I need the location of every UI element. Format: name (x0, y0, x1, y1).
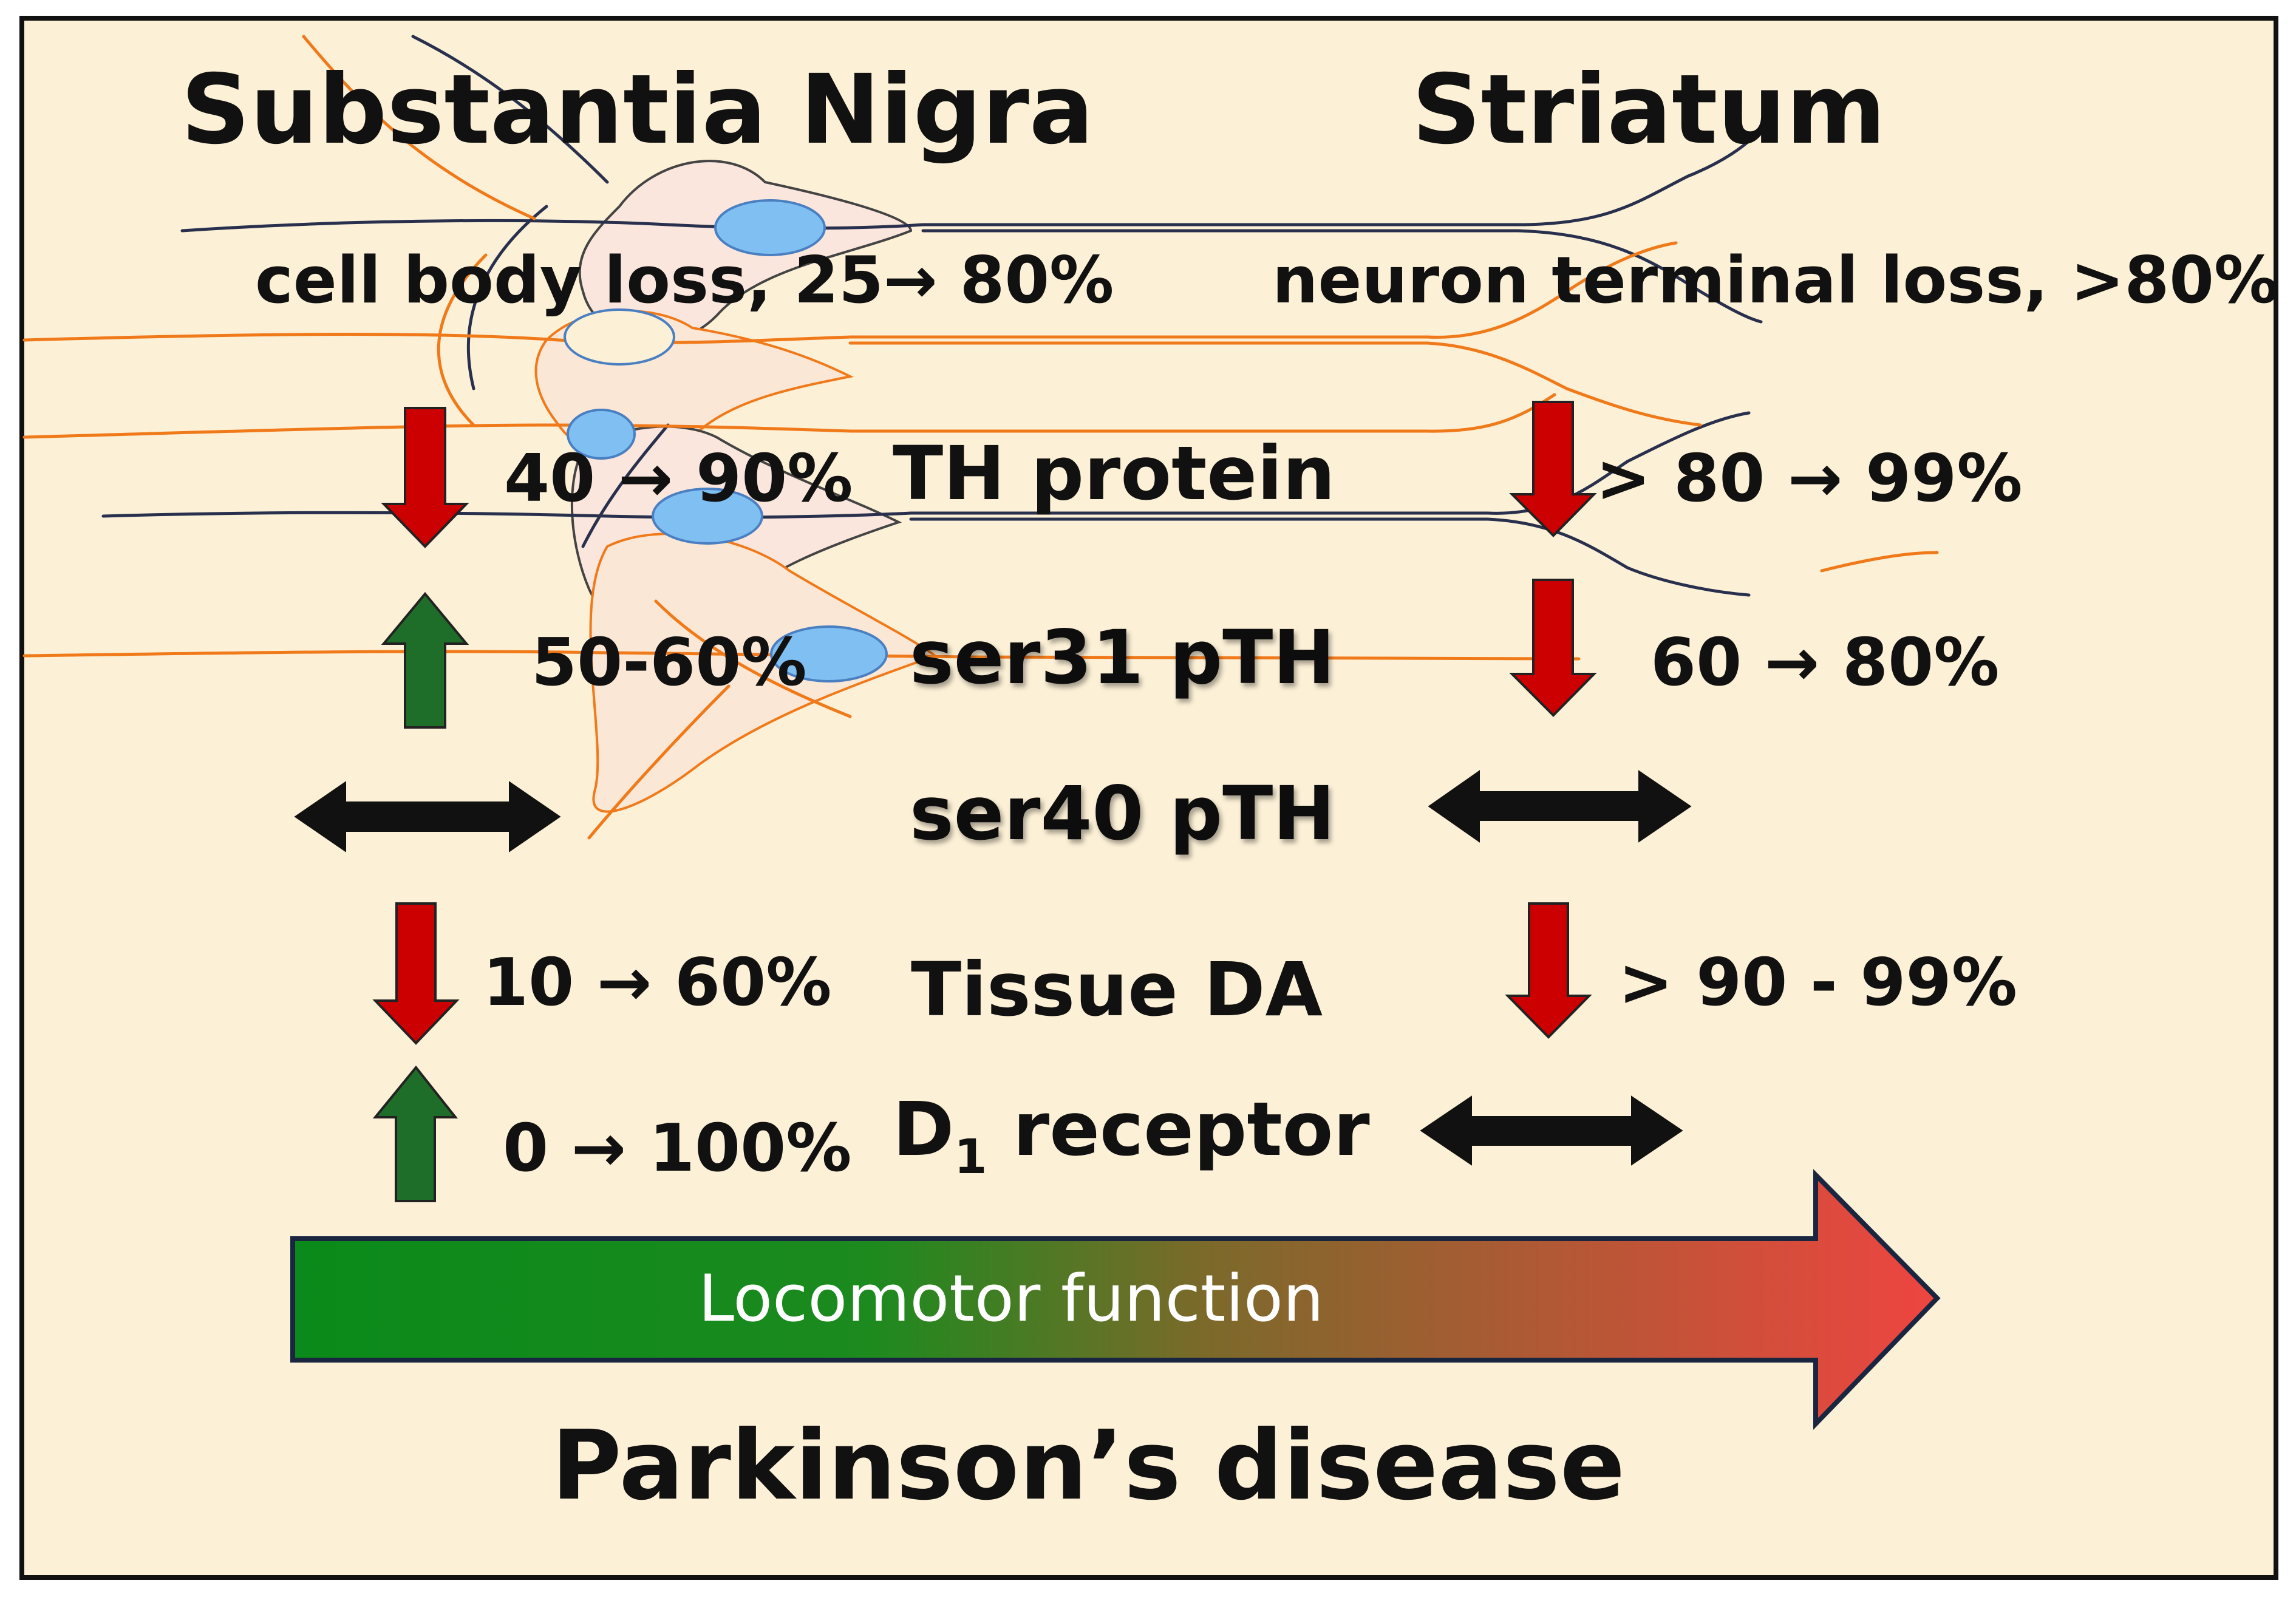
note-cell-body-loss: cell body loss, 25→ 80% (255, 243, 1114, 318)
sn-value-tissue-da: 10 → 60% (483, 945, 832, 1021)
row-label-tissue-da: Tissue DA (911, 947, 1323, 1033)
d1-rest: receptor (987, 1086, 1370, 1172)
d1-subscript: 1 (954, 1130, 987, 1185)
str-value-tissue-da: > 90 - 99% (1618, 945, 2017, 1021)
d1-letter: D (893, 1086, 954, 1172)
str-value-ser31-pth: 60 → 80% (1650, 625, 2000, 701)
parkinsons-disease-caption: Parkinson’s disease (551, 1410, 1625, 1522)
header-substantia-nigra: Substantia Nigra (181, 54, 1094, 166)
locomotor-progression-arrow (290, 1169, 1941, 1430)
row-label-ser40-pth: ser40 pTH (910, 771, 1335, 857)
down-arrow-icon (381, 407, 469, 548)
double-headed-arrow-icon (294, 781, 561, 853)
sn-value-d1-receptor: 0 → 100% (503, 1111, 852, 1186)
double-headed-arrow-icon (1420, 1095, 1683, 1166)
down-arrow-icon (1509, 401, 1597, 537)
double-headed-arrow-icon (1428, 770, 1692, 843)
row-label-d1-receptor: D1 receptor (893, 1086, 1370, 1185)
row-label-ser31-pth: ser31 pTH (910, 614, 1335, 701)
header-striatum: Striatum (1412, 54, 1886, 166)
row-label-th-protein: TH protein (893, 431, 1335, 517)
neuron-illustration (22, 35, 1939, 840)
note-neuron-terminal-loss: neuron terminal loss, >80% (1272, 243, 2278, 318)
sn-value-th-protein: 40 → 90% (504, 441, 853, 517)
sn-value-ser31-pth: 50-60% (531, 625, 807, 701)
down-arrow-icon (1505, 902, 1592, 1039)
up-arrow-icon (372, 1065, 458, 1202)
up-arrow-icon (381, 591, 469, 729)
down-arrow-icon (372, 902, 460, 1045)
str-value-th-protein: > 80 → 99% (1596, 441, 2023, 517)
down-arrow-icon (1509, 579, 1597, 717)
locomotor-function-label: Locomotor function (698, 1261, 1324, 1336)
